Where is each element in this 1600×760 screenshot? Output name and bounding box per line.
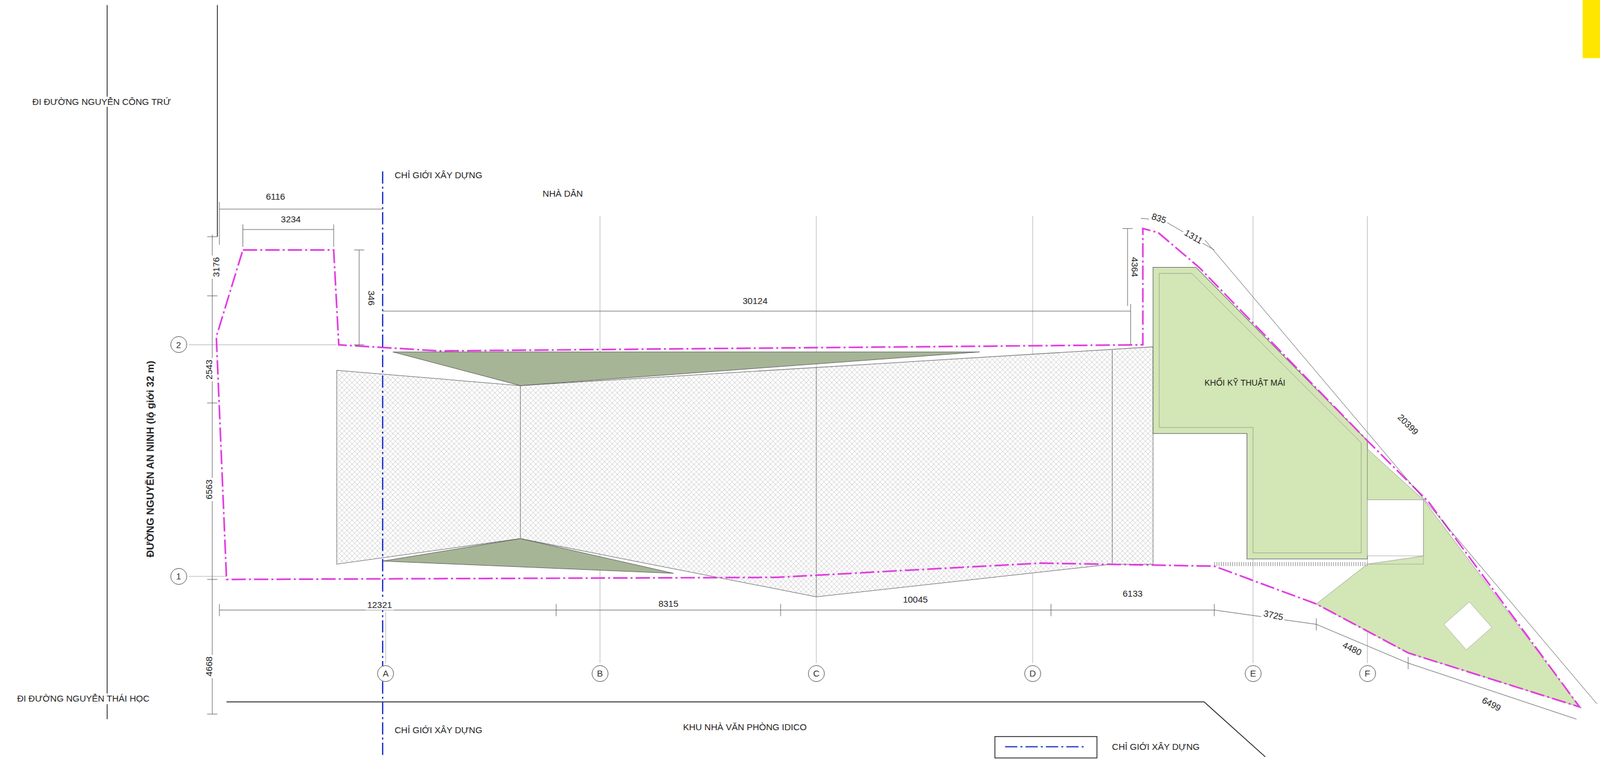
grid-axis-bubble: D	[1024, 665, 1042, 682]
legend-label: CHỈ GIỚI XÂY DỰNG	[1111, 741, 1200, 752]
grid-lines	[188, 216, 1368, 664]
dimension-value: 4480	[1338, 638, 1365, 659]
plan-label: CHỈ GIỚI XÂY DỰNG	[392, 170, 484, 181]
grid-axis-label: F	[1364, 668, 1370, 678]
dimension-value: 6133	[1120, 588, 1145, 599]
plan-label: NHÀ DÂN	[541, 188, 586, 200]
plan-label: KHỐI KỸ THUẬT MÁI	[1202, 377, 1288, 388]
corner-tab	[1582, 0, 1600, 59]
dimension-value: 3234	[278, 213, 303, 225]
roof-technical-block	[1153, 266, 1580, 707]
dimension-value: 4668	[203, 654, 214, 678]
site-boundary	[216, 228, 1580, 707]
grid-axis-bubble: E	[1244, 665, 1262, 682]
dimension-value: 346	[366, 288, 377, 307]
dimension-value: 20399	[1394, 410, 1422, 438]
plan-label: ĐƯỜNG NGUYỄN AN NINH (lộ giới 32 m)	[145, 358, 158, 559]
dimension-value: 12321	[365, 599, 394, 610]
dimension-value: 6563	[203, 477, 214, 502]
grid-axis-label: D	[1029, 668, 1036, 678]
dimension-value: 30124	[740, 295, 770, 306]
grid-axis-bubble: B	[591, 665, 609, 682]
dimension-value: 3725	[1260, 607, 1286, 623]
legend-box	[995, 736, 1098, 758]
grid-axis-label: A	[382, 668, 389, 678]
grid-axis-label: 2	[175, 340, 181, 350]
dimension-value: 10045	[901, 594, 930, 605]
grid-axis-label: E	[1250, 668, 1257, 678]
dimension-value: 2543	[203, 357, 214, 381]
grid-axis-bubble: 1	[170, 567, 188, 585]
dimension-value: 6499	[1479, 693, 1505, 714]
dimension-value: 8315	[656, 598, 680, 610]
grid-axis-label: C	[812, 668, 820, 678]
road-reference-lines	[107, 5, 1266, 757]
grid-axis-bubble: C	[808, 665, 825, 682]
dimension-value: 4364	[1129, 255, 1140, 279]
grid-axis-label: B	[597, 668, 604, 678]
dimension-lines	[207, 202, 1598, 720]
grid-axis-label: 1	[175, 571, 181, 581]
dimension-value: 835	[1148, 210, 1170, 226]
plan-label: ĐI ĐƯỜNG NGUYỄN CÔNG TRỨ	[30, 97, 173, 108]
plan-label: CHỈ GIỚI XÂY DỰNG	[392, 725, 484, 736]
dimension-value: 6116	[263, 191, 287, 203]
plan-label: ĐI ĐƯỜNG NGUYỄN THÁI HỌC	[15, 693, 152, 704]
dimension-value: 1311	[1181, 226, 1207, 247]
dimension-value: 3176	[210, 255, 222, 279]
legend-entry: CHỈ GIỚI XÂY DỰNG	[1110, 741, 1202, 752]
plan-label: KHU NHÀ VĂN PHÒNG IDICO	[681, 722, 809, 733]
grid-axis-bubble: A	[377, 665, 394, 682]
grid-axis-bubble: 2	[170, 336, 188, 353]
grid-axis-bubble: F	[1359, 665, 1376, 682]
building-footprint	[336, 346, 1154, 597]
